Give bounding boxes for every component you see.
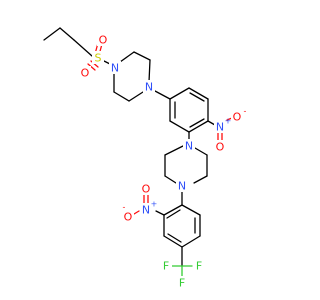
atom-n-pip1-bottom: N: [145, 81, 153, 94]
charge-nitro-2-n: +: [151, 200, 158, 209]
atom-s-sulfonyl: S: [95, 52, 102, 65]
bond-pip1-c-c-bottom: [113, 91, 130, 102]
bond-pip2-n-c-left: [164, 175, 177, 184]
bond-pip1-n-c-top: [119, 51, 135, 63]
bond-ar1-nitro: [207, 120, 216, 126]
atom-f-left: F: [163, 260, 169, 273]
atom-n-pip2-bottom: N: [178, 180, 186, 193]
bond-ar1-2-3: [188, 87, 209, 100]
atom-n-nitro-1: N: [216, 121, 224, 134]
bond-nitro2-o-single: [133, 210, 140, 215]
atom-o-nitro-1-double: O: [216, 141, 225, 154]
bond-pip1-n-c-bottom: [128, 91, 144, 102]
atom-o-nitro-2-double: O: [142, 183, 151, 196]
charge-nitro-2-o: -: [123, 203, 126, 212]
bond-ethyl-ch3: [43, 27, 61, 41]
atom-o-sulfonyl-left: O: [81, 67, 90, 80]
atom-o-nitro-2-single: O: [124, 211, 133, 224]
bonds: [43, 27, 233, 278]
bond-ethyl-s: [73, 39, 93, 57]
bond-ar1-1-2: [169, 87, 190, 100]
bond-pip1-c-c-top: [133, 51, 151, 61]
molecule-diagram: S O O N N N + O - O N N N + O - O F: [43, 27, 247, 290]
atom-labels: S O O N N N + O - O N N N + O - O F: [79, 33, 247, 290]
bond-pip2-c-n-bottom: [193, 175, 208, 184]
bond-pip1-aryl: [154, 90, 171, 100]
atom-n-nitro-2: N: [142, 204, 150, 217]
atom-o-sulfonyl-top: O: [99, 34, 108, 47]
bond-pip2-n-c-right: [194, 147, 208, 156]
atom-f-bottom: F: [179, 277, 185, 290]
atom-n-pip2-top: N: [185, 140, 193, 153]
atom-o-nitro-1-single: O: [233, 111, 242, 124]
bond-ar2-4-5: [181, 235, 201, 248]
bond-ar2-3-4: [163, 235, 183, 248]
bond-ar2-1-2: [163, 204, 183, 216]
bond-ar2-3-4-inner: [167, 233, 182, 243]
bond-ar2-1-2-inner: [166, 209, 181, 219]
bond-s-o-left-b: [87, 63, 96, 71]
bond-ar2-6-1: [181, 204, 201, 216]
bond-ethyl-ch2: [59, 27, 75, 41]
charge-nitro-1-o: -: [244, 107, 247, 116]
bond-ar1-5-6: [169, 120, 190, 133]
bond-ar1-4-5: [188, 120, 209, 133]
charge-nitro-1-n: +: [225, 117, 232, 126]
bond-ar1-4-5-inner: [189, 118, 205, 128]
atom-n-pip1-top: N: [111, 62, 119, 75]
bond-ar1-2-3-inner: [189, 92, 205, 102]
bond-ar2-nitro: [155, 210, 165, 216]
bond-pip2-c-n-top: [164, 145, 184, 156]
bond-pip1-c-n-right: [148, 59, 151, 83]
atom-f-right: F: [196, 260, 202, 273]
